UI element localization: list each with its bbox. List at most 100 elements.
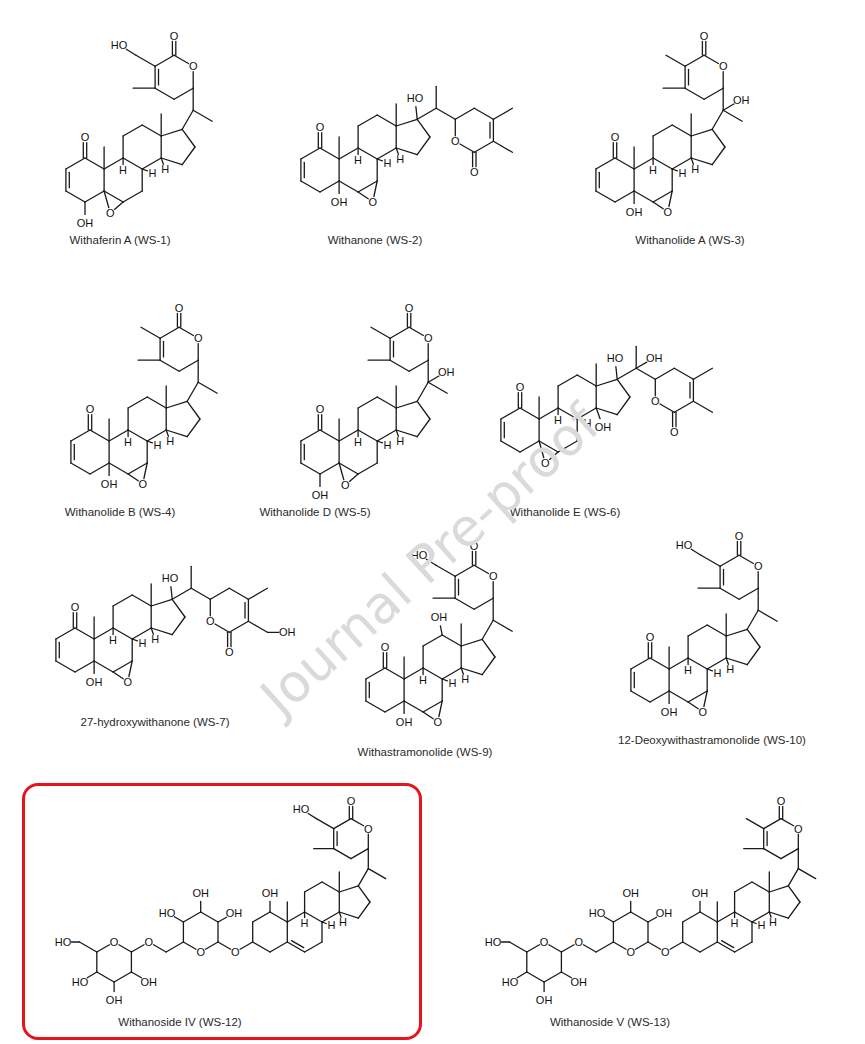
bond-line (132, 639, 133, 661)
bond-line (707, 625, 726, 636)
bond-line (201, 912, 218, 922)
hydrogen-label: H (396, 436, 404, 447)
bond-line (474, 141, 493, 152)
bond-line (769, 886, 788, 892)
bond-line (301, 148, 320, 159)
hydroxyl-label: OH (101, 478, 118, 489)
bond-line (351, 849, 368, 859)
oxygen-label: O (194, 333, 203, 344)
bond-line (549, 945, 562, 952)
bond-line (358, 115, 377, 126)
bond-line (704, 691, 707, 707)
bond-line (653, 191, 672, 202)
bond-line (493, 598, 494, 620)
compound-name: Withanolide A (WS-3) (635, 234, 744, 247)
bond-line (383, 653, 384, 668)
bond-line (377, 115, 396, 126)
hydroxyl-label: OH (646, 352, 663, 363)
bond-line (705, 41, 706, 55)
hydroxyl-label: OH (331, 196, 348, 207)
hydroxyl-label: OH (656, 908, 673, 919)
bond-line (472, 152, 473, 166)
bond-line (482, 639, 495, 657)
bond-line (377, 159, 382, 161)
hydrogen-label: H (154, 439, 162, 450)
bond-line (798, 869, 815, 879)
bond-line (132, 595, 151, 606)
oxygen-label: O (794, 823, 803, 834)
hydrogen-label: H (124, 437, 132, 448)
bond-line (596, 408, 600, 419)
bond-line (652, 136, 653, 158)
oxygen-label: O (651, 396, 660, 407)
oxygen-label: O (206, 616, 215, 627)
bond-line (396, 119, 417, 126)
bond-line (660, 404, 674, 412)
bond-line (633, 147, 634, 169)
epoxide-oxygen: O (106, 208, 115, 219)
bond-line (85, 191, 104, 202)
bond-line (396, 401, 417, 408)
bond-line (334, 849, 351, 859)
bond-line (527, 972, 544, 982)
bond-line (358, 869, 368, 886)
bond-line (596, 408, 617, 415)
hydrogen-label: H (139, 637, 147, 648)
bond-line (151, 606, 152, 628)
bond-line (723, 110, 742, 121)
bond-line (172, 599, 185, 617)
bond-line (321, 922, 322, 942)
bond-line (613, 143, 614, 158)
bond-line (634, 672, 635, 687)
bond-line (688, 625, 707, 636)
hydrogen-label: H (149, 167, 157, 178)
bond-line (396, 126, 397, 148)
bond-line (210, 588, 229, 599)
bond-line (758, 610, 777, 621)
bond-line (409, 327, 423, 335)
bond-line (377, 159, 378, 181)
bond-line (390, 360, 409, 371)
bond-line (396, 386, 397, 408)
hydrogen-label: H (649, 165, 657, 176)
bond-line (171, 587, 172, 600)
bond-line (689, 383, 690, 398)
bond-line (726, 636, 727, 658)
hydroxyl-label: OH (661, 706, 678, 717)
bond-line (87, 972, 97, 978)
epoxide-oxygen: O (699, 706, 708, 717)
bond-line (287, 902, 288, 922)
compound-name: Withanoside IV (WS-12) (118, 1016, 241, 1029)
hydroxyl-label: HO (55, 937, 72, 948)
bond-line (502, 941, 510, 942)
bond-line (558, 375, 577, 386)
bond-line (752, 882, 769, 892)
bond-line (788, 902, 800, 918)
hydrogen-label: H (449, 677, 457, 688)
bond-line (616, 143, 617, 158)
bond-line (193, 72, 194, 89)
bond-line (423, 701, 442, 712)
bond-line (218, 942, 231, 949)
epoxide-oxygen: O (139, 478, 148, 489)
hydroxyl-label: OH (626, 206, 643, 217)
bond-line (108, 419, 109, 441)
bond-line (377, 441, 378, 463)
bond-line (739, 588, 758, 599)
bond-line (691, 129, 712, 136)
bond-line (244, 603, 245, 618)
compound-name: 12-Deoxywithastramonolide (WS-10) (618, 734, 806, 747)
bond-line (636, 942, 649, 949)
oxygen-label: O (540, 937, 549, 948)
bond-line (460, 144, 474, 152)
bond-line (596, 158, 615, 169)
bond-line (193, 88, 194, 110)
bond-line (138, 360, 160, 361)
bond-line (527, 945, 540, 952)
bond-line (653, 125, 672, 136)
bond-line (183, 912, 200, 922)
bond-line (161, 114, 162, 136)
hydrogen-label: H (726, 664, 734, 675)
epoxide-oxygen: O (369, 196, 378, 207)
hydroxyl-label: HO (72, 977, 89, 988)
